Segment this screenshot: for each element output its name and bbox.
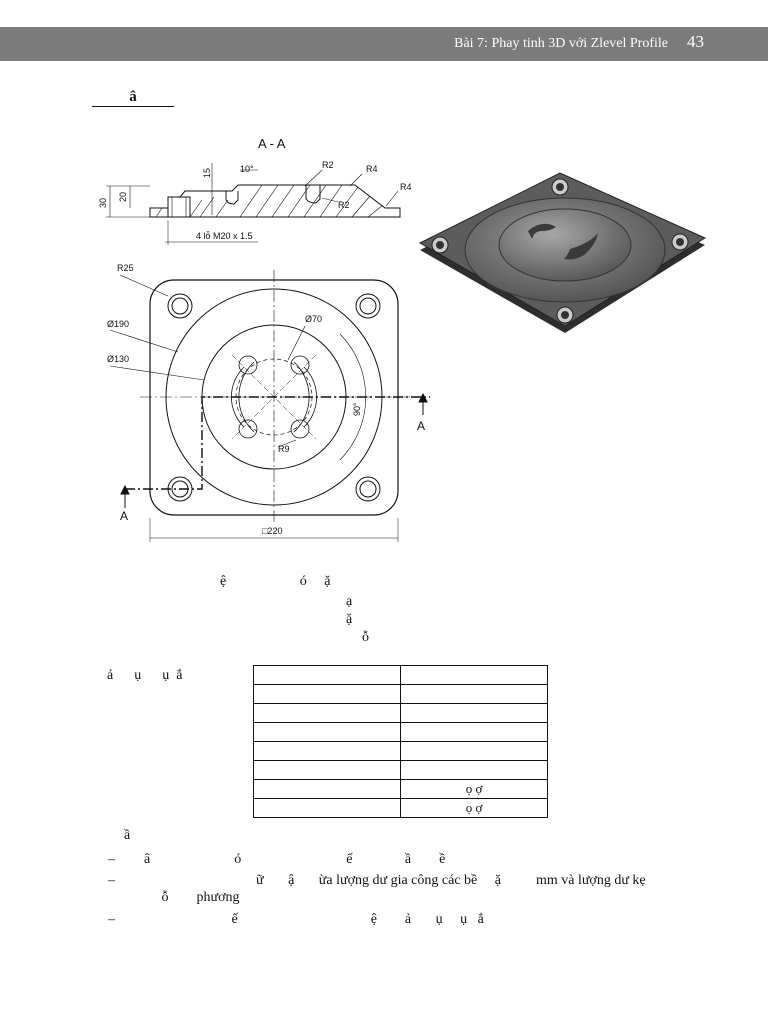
table-row — [253, 703, 548, 723]
table-row: ọ ợ — [253, 798, 548, 818]
description-line-1: ệ ó ặ — [220, 574, 331, 589]
dim-phi190: Ø190 — [107, 319, 129, 329]
table-row — [253, 665, 548, 685]
table-row — [253, 741, 548, 761]
dim-r4-right: R4 — [400, 182, 412, 192]
dim-r9: R9 — [278, 444, 290, 454]
requirements-heading: ầ — [124, 828, 131, 843]
page-header: Bài 7: Phay tinh 3D với Zlevel Profile 4… — [0, 27, 768, 61]
plan-view — [109, 270, 430, 542]
dim-20: 20 — [118, 192, 128, 202]
table-row — [253, 684, 548, 704]
dim-r2-bottom: R2 — [338, 200, 350, 210]
dim-angle-10: 10° — [240, 164, 254, 174]
requirement-item-continued: ỗ phương — [130, 890, 240, 905]
description-line-2: ạ — [346, 594, 353, 609]
table-label: ả ụ ụ ắ — [107, 668, 183, 683]
dim-phi130: Ø130 — [107, 354, 129, 364]
table-row — [253, 722, 548, 742]
dim-width-220: □220 — [262, 526, 282, 536]
requirement-item: – ế ệ ả ụ ụ ắ — [108, 912, 484, 927]
table-row: ọ ợ — [253, 779, 548, 799]
table-row — [253, 760, 548, 780]
requirement-item: – â ó ế ầ ề — [108, 852, 446, 867]
dim-r25: R25 — [117, 263, 134, 273]
dim-holes: 4 lỗ M20 x 1.5 — [196, 231, 253, 241]
part-3d-render — [418, 172, 707, 333]
dim-30: 30 — [98, 198, 108, 208]
spec-table: ọ ợ ọ ợ — [253, 665, 548, 818]
section-label: A - A — [258, 136, 286, 151]
requirement-item: – ữ ậ ừa lượng dư gia công các bề ặ mm v… — [108, 873, 646, 888]
description-line-3: ặ — [346, 612, 353, 627]
section-mark-right: A — [417, 419, 425, 433]
description-line-4: ỗ — [362, 630, 369, 645]
section-heading: â — [92, 88, 174, 107]
dim-phi70: Ø70 — [305, 314, 322, 324]
dim-r2-top: R2 — [322, 160, 334, 170]
dim-15: 15 — [202, 168, 212, 178]
technical-drawing: A - A 15 10° R2 R4 R4 R2 30 20 4 lỗ M20 … — [98, 136, 430, 542]
chapter-title: Bài 7: Phay tinh 3D với Zlevel Profile — [454, 36, 668, 51]
dim-angle-90: 90° — [352, 402, 362, 416]
section-mark-left: A — [120, 509, 128, 523]
section-view — [106, 163, 401, 245]
page-number: 43 — [687, 32, 704, 51]
dim-r4-top: R4 — [366, 164, 378, 174]
